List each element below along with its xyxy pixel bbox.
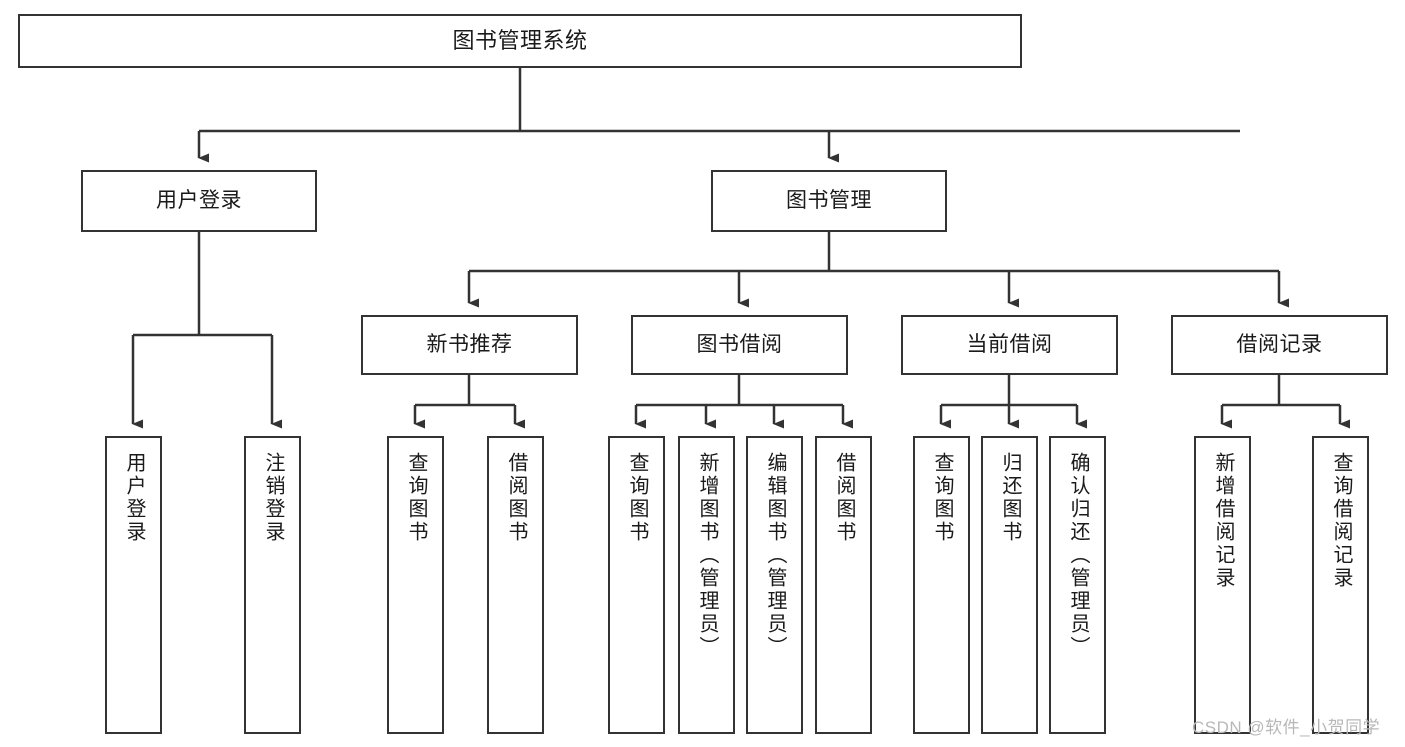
node-label: 图书借阅 — [696, 332, 783, 356]
node-label: 图书管理系统 — [452, 28, 588, 54]
leaf-borrow-edit-book-admin[interactable]: 编辑图书（管理员） — [746, 436, 803, 734]
node-user-login[interactable]: 用户登录 — [81, 170, 317, 232]
leaf-user-login-logout[interactable]: 注销登录 — [244, 436, 301, 734]
node-label: 查询借阅记录 — [1330, 452, 1352, 590]
node-label: 查询图书 — [931, 452, 953, 544]
node-label: 当前借阅 — [966, 332, 1053, 356]
node-new-book-recommend[interactable]: 新书推荐 — [361, 315, 578, 375]
node-label: 借阅图书 — [833, 452, 855, 544]
leaf-current-query-book[interactable]: 查询图书 — [913, 436, 970, 734]
node-label: 查询图书 — [405, 452, 427, 544]
leaf-recommend-borrow-book[interactable]: 借阅图书 — [487, 436, 544, 734]
node-label: 注销登录 — [262, 452, 284, 544]
node-root-system[interactable]: 图书管理系统 — [18, 14, 1022, 68]
leaf-recommend-query-book[interactable]: 查询图书 — [387, 436, 444, 734]
node-label: 借阅记录 — [1236, 332, 1323, 356]
leaf-borrow-borrow-book[interactable]: 借阅图书 — [815, 436, 872, 734]
leaf-borrow-query-book[interactable]: 查询图书 — [608, 436, 665, 734]
leaf-borrow-add-book-admin[interactable]: 新增图书（管理员） — [678, 436, 735, 734]
node-label: 用户登录 — [156, 188, 242, 212]
node-label: 新书推荐 — [426, 332, 513, 356]
node-label: 用户登录 — [123, 452, 145, 544]
node-book-management[interactable]: 图书管理 — [711, 170, 947, 232]
node-label: 借阅图书 — [505, 452, 527, 544]
leaf-current-confirm-return-admin[interactable]: 确认归还（管理员） — [1049, 436, 1106, 734]
node-label: 查询图书 — [626, 452, 648, 544]
node-label: 确认归还（管理员） — [1067, 452, 1089, 659]
node-book-borrow[interactable]: 图书借阅 — [631, 315, 848, 375]
node-label: 新增图书（管理员） — [696, 452, 718, 659]
watermark-text: CSDN @软件_小贺同学 — [1192, 718, 1381, 737]
leaf-record-add-record[interactable]: 新增借阅记录 — [1194, 436, 1251, 734]
node-label: 归还图书 — [999, 452, 1021, 544]
node-label: 新增借阅记录 — [1212, 452, 1234, 590]
leaf-user-login-login[interactable]: 用户登录 — [105, 436, 162, 734]
leaf-current-return-book[interactable]: 归还图书 — [981, 436, 1038, 734]
node-label: 编辑图书（管理员） — [764, 452, 786, 659]
leaf-record-query-record[interactable]: 查询借阅记录 — [1312, 436, 1369, 734]
node-borrow-record[interactable]: 借阅记录 — [1171, 315, 1388, 375]
node-label: 图书管理 — [786, 188, 872, 212]
node-current-borrow[interactable]: 当前借阅 — [901, 315, 1118, 375]
